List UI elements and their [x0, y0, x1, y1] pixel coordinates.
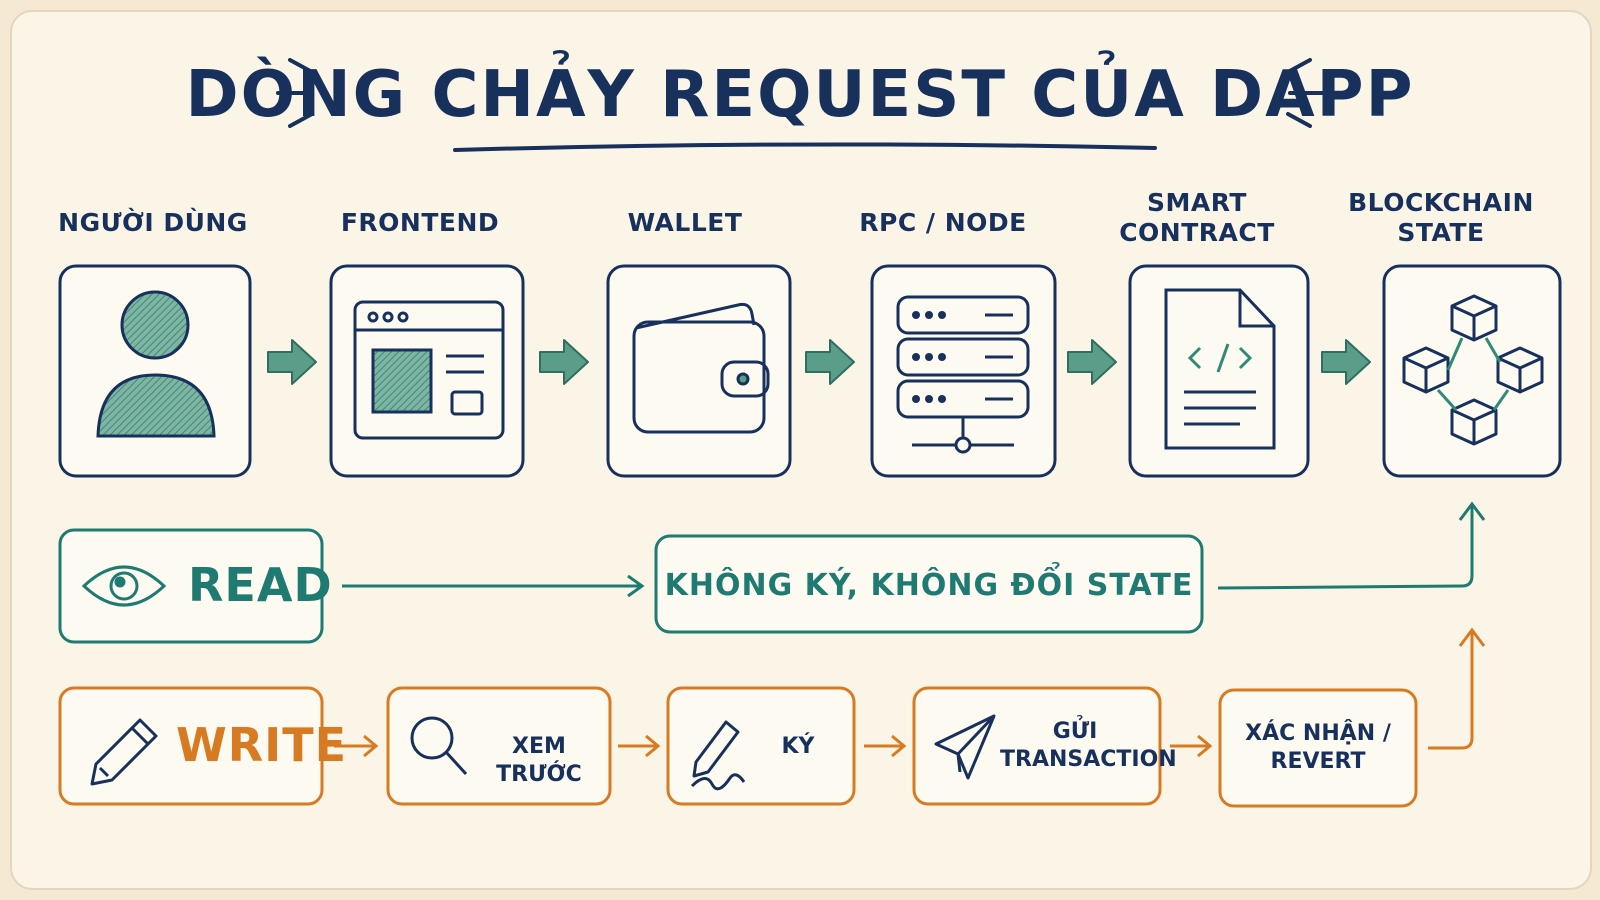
confirm-revert-step-label: XÁC NHẬN / REVERT — [1245, 721, 1391, 774]
read-to-state-connector — [1217, 506, 1474, 590]
sign-step-label: KÝ — [781, 734, 815, 759]
diagram-title: DÒNG CHẢY REQUEST CỦA DAPP — [185, 58, 1415, 132]
wallet-icon — [632, 302, 770, 434]
title-decoration-right — [1286, 58, 1324, 128]
send-transaction-step-label: GỬI TRANSACTION — [1000, 719, 1177, 772]
wallet-box — [606, 264, 792, 478]
blocks-network-icon — [1402, 294, 1544, 446]
pencil-icon — [90, 718, 158, 786]
blockchain-state-box — [1382, 264, 1562, 478]
signature-pen-icon — [690, 720, 746, 791]
arrow-wallet-to-rpc — [805, 339, 855, 385]
magnifier-icon — [410, 716, 468, 776]
read-label: READ — [188, 558, 333, 612]
confirm-revert-step-box — [1218, 688, 1418, 808]
preview-step-label: XEM TRƯỚC — [496, 734, 582, 787]
read-box — [58, 528, 324, 644]
component-label-blockchain-state: BLOCKCHAIN STATE — [1348, 188, 1534, 247]
eye-icon — [81, 565, 167, 607]
paper-plane-icon — [934, 714, 996, 780]
read-note-text: KHÔNG KÝ, KHÔNG ĐỔI STATE — [664, 568, 1194, 603]
write-box — [58, 686, 324, 806]
browser-window-icon — [353, 300, 505, 440]
arrow-user-to-frontend — [267, 339, 317, 385]
preview-step-box — [386, 686, 612, 806]
title-underline — [453, 142, 1157, 152]
arrow-contract-to-state — [1321, 339, 1371, 385]
component-label-rpc-node: RPC / NODE — [859, 208, 1027, 237]
component-label-wallet: WALLET — [627, 208, 743, 237]
write-to-state-connector — [1428, 632, 1474, 750]
component-label-user: NGƯỜI DÙNG — [58, 208, 248, 237]
sign-step-box — [666, 686, 856, 806]
server-icon — [896, 295, 1030, 454]
write-step-arrows — [334, 734, 1213, 758]
title-decoration-left — [276, 58, 314, 128]
component-arrows — [267, 339, 1371, 385]
read-note-box — [654, 534, 1204, 634]
arrow-frontend-to-wallet — [539, 339, 589, 385]
component-label-smart-contract: SMART CONTRACT — [1119, 188, 1275, 247]
send-transaction-step-box — [912, 686, 1162, 806]
read-to-state-arrow-head — [1458, 501, 1486, 521]
arrow-rpc-to-contract — [1067, 339, 1117, 385]
write-to-state-arrow-head — [1458, 627, 1486, 647]
user-icon — [96, 290, 216, 438]
component-label-frontend: FRONTEND — [340, 208, 500, 237]
write-label: WRITE — [176, 718, 348, 772]
read-arrow-head — [627, 574, 645, 598]
code-document-icon — [1164, 288, 1276, 450]
